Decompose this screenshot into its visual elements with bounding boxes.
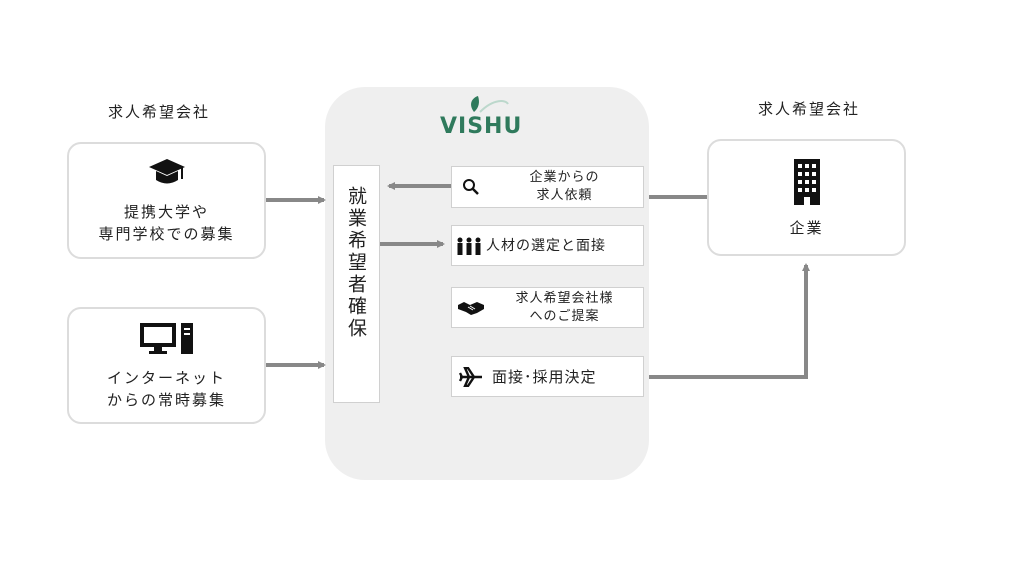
- right-heading: 求人希望会社: [758, 100, 861, 118]
- magnifier-icon: [456, 178, 486, 196]
- step-proposal: 求人希望会社様 へのご提案: [451, 287, 644, 328]
- step-line: 求人依頼: [536, 188, 593, 203]
- vishu-logo-text: VISHU: [440, 114, 523, 139]
- graduation-cap-icon: [148, 157, 186, 195]
- airplane-icon: [456, 366, 486, 387]
- vishu-logo: VISHU: [440, 94, 523, 142]
- company-card: 企業: [707, 139, 906, 256]
- desktop-computer-icon: [139, 321, 195, 361]
- card-line: インターネット: [106, 368, 226, 387]
- company-label: 企業: [789, 218, 824, 237]
- step-hiring-decision: 面接･採用決定: [451, 356, 644, 397]
- internet-recruit-card: インターネット からの常時募集: [67, 307, 266, 424]
- step-line: 人材の選定と面接: [486, 237, 606, 254]
- step-line: へのご提案: [529, 308, 600, 324]
- university-recruit-card: 提携大学や 専門学校での募集: [67, 142, 266, 259]
- step-job-request: 企業からの 求人依頼: [451, 166, 644, 208]
- step-line: 面接･採用決定: [492, 367, 597, 386]
- job-seeker-label: 就業希望者確保: [345, 186, 367, 340]
- step-selection-interview: 人材の選定と面接: [451, 225, 644, 266]
- leaf-logo-icon: [440, 94, 520, 114]
- step-line: 企業からの: [529, 170, 600, 185]
- job-seeker-box: 就業希望者確保: [333, 165, 380, 403]
- card-line: からの常時募集: [106, 390, 226, 409]
- arrow-decision-to-company: [649, 263, 810, 379]
- card-line: 提携大学や: [123, 202, 209, 221]
- card-line: 専門学校での募集: [98, 224, 235, 243]
- step-line: 求人希望会社様: [515, 290, 614, 306]
- building-icon: [792, 157, 822, 211]
- left-heading: 求人希望会社: [108, 103, 211, 121]
- handshake-icon: [456, 299, 486, 317]
- people-icon: [456, 236, 482, 256]
